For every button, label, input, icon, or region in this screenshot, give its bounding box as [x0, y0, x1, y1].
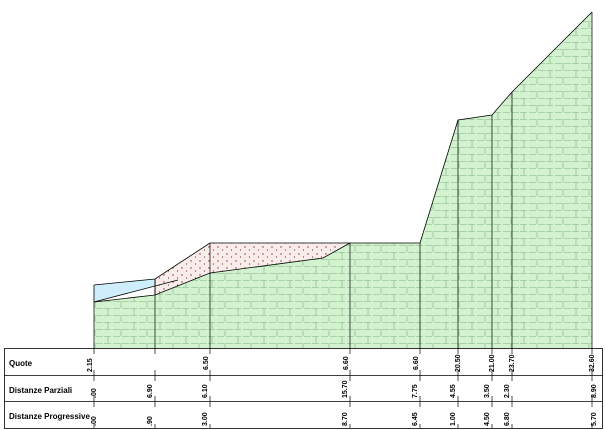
quote-value: 6.60: [413, 356, 420, 370]
distanza-progressiva-value: 5.70: [591, 412, 598, 426]
quote-value: 32.60: [589, 354, 596, 372]
distanza-parziale-value: 7.75: [412, 384, 419, 398]
distanza-progressiva-value: 3.00: [202, 412, 209, 426]
distanza-progressiva-value: 6.80: [504, 412, 511, 426]
quote-value: 20.50: [455, 354, 462, 372]
distanza-parziale-value: 2.30: [504, 384, 511, 398]
station-lines: [93, 12, 593, 348]
quote-value: 6.60: [343, 356, 350, 370]
distanza-progressiva-value: 1.00: [450, 412, 457, 426]
distanza-parziale-value: 3.50: [484, 384, 491, 398]
row-label-distanze-progressive: Distanze Progressive: [9, 412, 90, 421]
row-label-quote: Quote: [9, 359, 33, 368]
distanza-progressiva-value: 6.45: [412, 412, 419, 426]
distanza-parziale-value: 6.90: [147, 384, 154, 398]
terrain-section: [94, 12, 592, 348]
distanza-parziale-value: 4.55: [450, 384, 457, 398]
fill-material-area: [155, 243, 350, 295]
quote-value: 21.00: [489, 354, 496, 372]
distanza-parziale-value: 8.90: [591, 384, 598, 398]
distanza-progressiva-value: 8.70: [342, 412, 349, 426]
distanza-parziale-value: 15.70: [342, 380, 349, 398]
quote-value: 6.50: [203, 356, 210, 370]
quote-value: 23.70: [509, 354, 516, 372]
distanza-parziale-value: .00: [91, 388, 98, 398]
quote-value: 2.15: [87, 358, 94, 372]
distanza-progressiva-value: .90: [147, 416, 154, 426]
row-label-distanze-parziali: Distanze Parziali: [9, 386, 72, 395]
data-table: Quote Distanze Parziali Distanze Progres…: [4, 348, 603, 429]
distanza-progressiva-value: .00: [91, 416, 98, 426]
distanza-parziale-value: 6.10: [202, 384, 209, 398]
distanza-progressiva-value: 4.50: [484, 412, 491, 426]
